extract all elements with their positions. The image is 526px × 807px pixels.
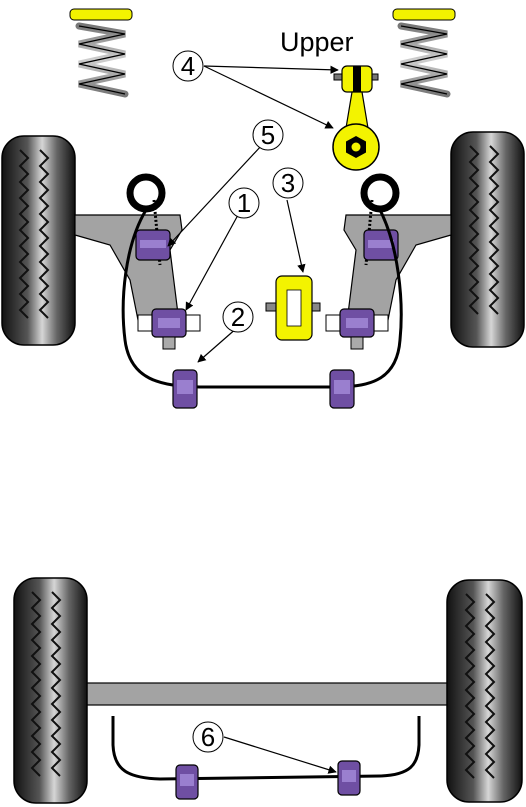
rear-beam	[84, 682, 454, 706]
callout-3: 3	[272, 167, 304, 199]
tyre-icon	[1, 135, 76, 346]
callout-6: 6	[192, 721, 224, 753]
coil-spring-icon	[75, 22, 129, 98]
callout-1: 1	[228, 187, 260, 219]
leader-lines	[167, 65, 339, 363]
rear-suspension: 6	[13, 577, 523, 804]
anti-roll-bar-icon	[121, 209, 403, 409]
callout-4: 4	[172, 50, 204, 82]
svg-text:3: 3	[281, 168, 295, 198]
lower-arm-left	[74, 173, 201, 350]
svg-text:1: 1	[237, 188, 251, 218]
callout-5: 5	[252, 119, 284, 151]
lower-arm-right	[325, 173, 452, 350]
callout-2: 2	[222, 301, 254, 333]
coil-spring-icon	[397, 22, 451, 98]
front-suspension: Upper	[1, 8, 525, 409]
spring-top-cap-left	[69, 8, 133, 21]
centre-yellow-bush	[265, 275, 321, 341]
tyre-icon	[450, 131, 525, 348]
svg-text:2: 2	[231, 302, 245, 332]
svg-text:5: 5	[261, 120, 275, 150]
svg-text:6: 6	[201, 722, 215, 752]
top-mount-bush	[332, 65, 380, 171]
anti-roll-bar-icon	[111, 716, 421, 800]
leader-line-6	[223, 736, 337, 774]
svg-text:4: 4	[181, 51, 195, 81]
tyre-icon	[13, 577, 88, 804]
tyre-icon	[446, 579, 523, 803]
spring-top-cap-right	[392, 8, 456, 21]
upper-label: Upper	[280, 27, 354, 57]
